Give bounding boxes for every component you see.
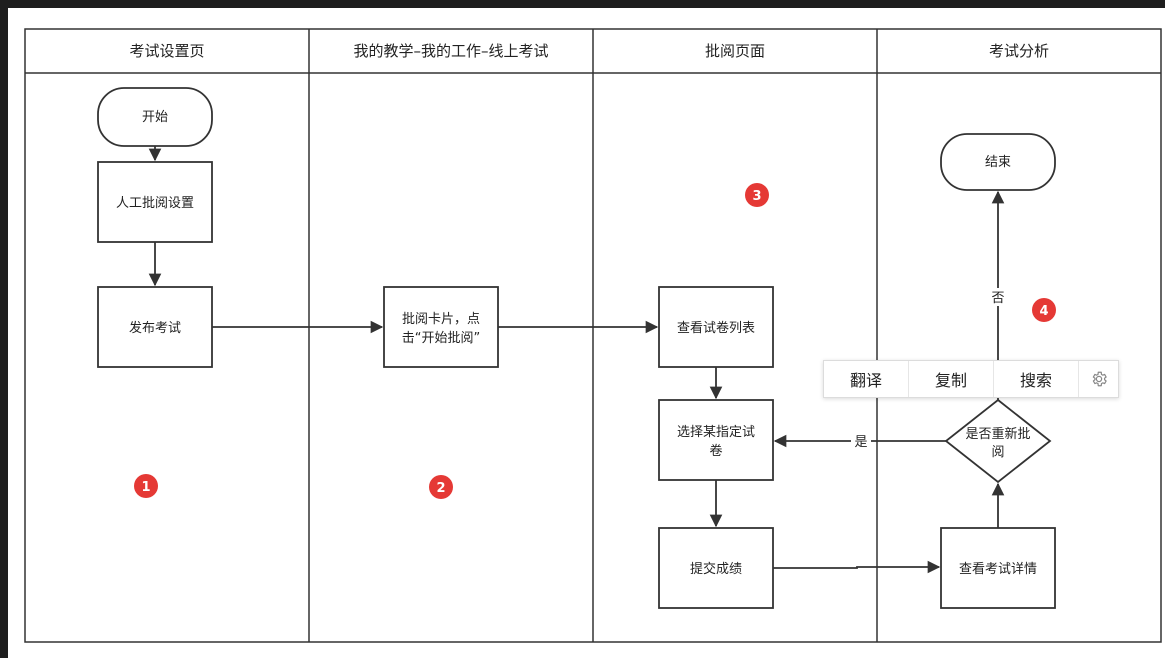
badge-2: 2 xyxy=(429,475,453,499)
review-card-node xyxy=(383,286,499,368)
badge-3-label: 3 xyxy=(752,189,761,204)
swimlane-diagram: 考试设置页 我的教学–我的工作–线上考试 批阅页面 考试分析 开始 人工批阅设置… xyxy=(24,28,1162,643)
submit-score-label: 提交成绩 xyxy=(690,561,742,577)
copy-button[interactable]: 复制 xyxy=(909,361,994,397)
edge-label-bg xyxy=(988,288,1008,306)
badge-3: 3 xyxy=(745,183,769,207)
view-paper-list-label: 查看试卷列表 xyxy=(677,320,755,336)
edge-label-no: 否 xyxy=(991,291,1004,306)
view-paper-list-node xyxy=(658,286,774,368)
manual-review-settings-node xyxy=(97,161,213,243)
lane-title-review-page: 批阅页面 xyxy=(705,42,765,60)
start-node-label: 开始 xyxy=(142,110,168,125)
re-review-decision-label-line2: 阅 xyxy=(991,445,1004,460)
end-node xyxy=(940,133,1056,191)
edge-submit-to-exam-detail xyxy=(773,560,941,574)
gear-icon xyxy=(1092,371,1107,387)
select-paper-node xyxy=(658,399,774,481)
edge-label-yes: 是 xyxy=(854,435,867,450)
select-paper-label-line2: 卷 xyxy=(709,443,722,459)
select-paper-label-line1: 选择某指定试 xyxy=(677,425,755,440)
badge-4-label: 4 xyxy=(1039,304,1048,319)
lane-title-exam-settings: 考试设置页 xyxy=(129,42,204,60)
view-exam-detail-label: 查看考试详情 xyxy=(959,561,1037,577)
edge-label-bg xyxy=(851,432,871,450)
flowchart-canvas: 考试设置页 我的教学–我的工作–线上考试 批阅页面 考试分析 开始 人工批阅设置… xyxy=(8,8,1165,658)
badge-4: 4 xyxy=(1032,298,1056,322)
publish-exam-label: 发布考试 xyxy=(129,320,181,336)
lane-title-exam-analysis: 考试分析 xyxy=(989,42,1049,60)
badge-1-label: 1 xyxy=(141,480,150,495)
badge-2-label: 2 xyxy=(436,481,445,496)
search-button[interactable]: 搜索 xyxy=(994,361,1079,397)
publish-exam-node xyxy=(97,286,213,368)
re-review-decision-node xyxy=(944,398,1052,484)
view-exam-detail-node xyxy=(940,527,1056,609)
review-card-label-line1: 批阅卡片，点 xyxy=(402,312,480,327)
lane-title-online-exam: 我的教学–我的工作–线上考试 xyxy=(353,42,548,60)
badge-1: 1 xyxy=(134,474,158,498)
end-node-label: 结束 xyxy=(985,155,1011,170)
text-selection-context-menu: 翻译 复制 搜索 xyxy=(823,360,1119,398)
review-card-label-line2: 击“开始批阅” xyxy=(402,331,480,346)
submit-score-node xyxy=(658,527,774,609)
re-review-decision-label-line1: 是否重新批 xyxy=(965,426,1030,442)
translate-button[interactable]: 翻译 xyxy=(824,361,909,397)
settings-button[interactable] xyxy=(1079,361,1118,397)
manual-review-settings-label: 人工批阅设置 xyxy=(116,196,194,211)
